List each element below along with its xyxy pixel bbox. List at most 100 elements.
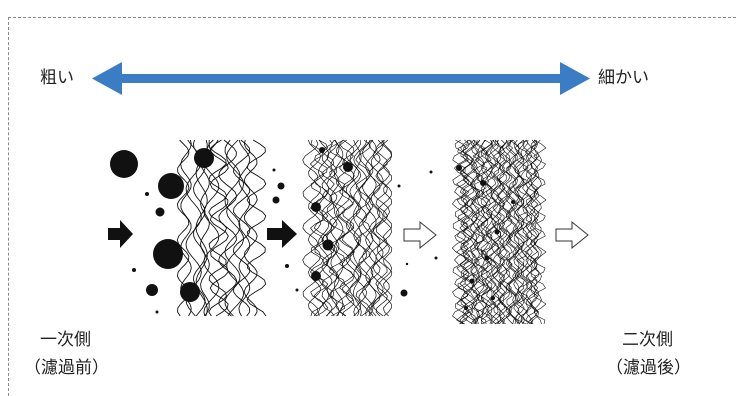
filter-fiber	[514, 139, 525, 325]
filter-fiber	[516, 139, 529, 325]
filter-fiber	[522, 139, 533, 325]
filter-fiber	[460, 139, 474, 325]
flow-arrow-1	[108, 220, 133, 248]
particle	[400, 289, 408, 297]
filter-fiber	[370, 139, 384, 317]
particle	[272, 168, 276, 172]
particle	[484, 255, 490, 261]
filter-fiber	[508, 139, 521, 325]
particle	[311, 271, 321, 281]
filter-fiber	[209, 139, 229, 317]
filter-fiber	[480, 139, 493, 325]
filter-fiber	[462, 139, 475, 325]
particle	[397, 184, 401, 188]
medium-filter-layer	[302, 139, 393, 317]
filter-fiber	[530, 139, 540, 325]
filter-fiber	[358, 139, 371, 317]
particle	[295, 288, 299, 292]
filter-fiber	[475, 139, 488, 325]
filter-fiber	[349, 139, 362, 317]
particle	[319, 147, 325, 153]
filter-fiber	[353, 139, 368, 317]
flow-arrow-4	[555, 220, 589, 250]
filter-fiber	[309, 139, 325, 317]
filter-fiber	[246, 139, 267, 317]
coarseness-scale-arrow	[92, 62, 590, 95]
filter-fiber	[200, 139, 210, 317]
secondary-side-label: 二次側	[622, 330, 673, 350]
filter-fiber	[352, 139, 362, 317]
filter-fiber	[383, 139, 393, 317]
particle	[155, 310, 159, 314]
filter-fiber	[480, 139, 489, 325]
fine-filter-layer	[451, 139, 547, 325]
filter-fiber	[369, 139, 381, 317]
particle	[469, 278, 475, 284]
particle	[285, 264, 289, 268]
filter-fiber	[533, 139, 547, 325]
particle	[491, 296, 495, 300]
filter-fiber	[302, 139, 319, 317]
filter-fiber	[485, 139, 497, 325]
coarse-label: 粗い	[40, 68, 74, 88]
particle	[146, 284, 158, 296]
flow-arrow-2	[267, 220, 297, 248]
filter-fiber	[533, 139, 542, 325]
fine-label: 細かい	[598, 68, 649, 88]
particles	[110, 147, 515, 314]
flow-arrow-3	[403, 220, 437, 250]
particle	[153, 239, 183, 269]
particle	[405, 262, 409, 266]
filter-fiber	[333, 139, 344, 317]
filter-fiber	[218, 139, 238, 317]
particle	[322, 239, 334, 251]
filter-fiber	[524, 139, 537, 325]
filter-fiber	[492, 139, 503, 325]
particle	[434, 256, 438, 260]
filter-fiber	[330, 139, 340, 317]
particle	[180, 282, 200, 302]
filter-fiber	[238, 139, 251, 317]
particle	[155, 207, 165, 217]
filter-fiber	[307, 139, 322, 317]
secondary-side-sublabel: （濾過後）	[606, 358, 691, 378]
particle	[145, 192, 149, 196]
filter-fiber	[233, 139, 251, 317]
particle	[158, 173, 184, 199]
particle	[456, 165, 462, 171]
particle	[277, 182, 285, 190]
primary-side-label: 一次側	[40, 330, 91, 350]
filter-fiber	[317, 139, 330, 317]
particle	[511, 200, 515, 204]
particle	[494, 229, 500, 235]
filter-fiber	[203, 139, 220, 317]
particle	[480, 180, 486, 186]
filter-fiber	[498, 139, 512, 325]
particle	[311, 202, 321, 212]
particle	[110, 150, 138, 178]
filter-fiber	[208, 139, 228, 317]
particle	[272, 196, 280, 204]
dashed-frame	[8, 17, 736, 396]
filter-fiber	[472, 139, 486, 325]
filter-fiber	[326, 139, 338, 317]
filter-fiber	[520, 139, 529, 325]
particle	[194, 148, 214, 168]
primary-side-sublabel: （濾過前）	[24, 358, 109, 378]
filter-fiber	[497, 139, 506, 325]
filter-fiber	[499, 139, 508, 325]
filter-fiber	[180, 139, 192, 317]
filter-fiber	[362, 139, 374, 317]
particle	[429, 170, 433, 174]
filter-fiber	[505, 139, 517, 325]
particle	[343, 162, 353, 172]
filter-fiber	[525, 139, 533, 325]
filter-fiber	[459, 139, 471, 325]
filter-fiber	[513, 139, 523, 325]
filter-fiber	[372, 139, 390, 317]
filter-fiber	[477, 139, 485, 325]
particle	[132, 268, 136, 272]
particle	[464, 306, 468, 310]
